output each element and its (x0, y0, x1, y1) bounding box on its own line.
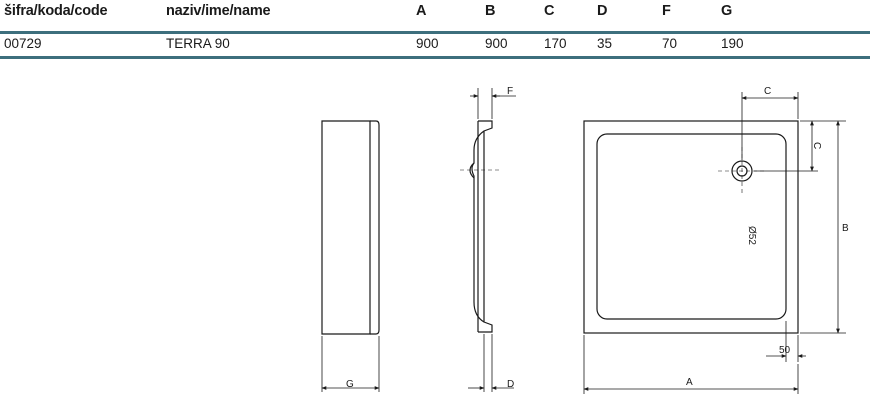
top-view-outer (583, 120, 799, 334)
side-view (321, 120, 380, 335)
dimension-c-horizontal (741, 92, 799, 160)
header-g: G (721, 3, 733, 19)
side-view-body (321, 120, 371, 335)
label-b: B (842, 223, 849, 234)
value-code: 00729 (4, 36, 42, 51)
side-view-rim (370, 120, 380, 335)
table-rule-top (0, 31, 870, 34)
top-view (583, 120, 799, 334)
label-edge-offset: 50 (779, 345, 791, 356)
label-a: A (686, 377, 693, 388)
profile-inner-wall (471, 130, 485, 323)
dimension-g (321, 336, 380, 392)
header-b: B (485, 3, 496, 19)
value-a: 900 (416, 36, 439, 51)
profile-view (469, 120, 493, 333)
dimension-d (468, 334, 514, 392)
header-name: naziv/ime/name (166, 3, 271, 19)
dimension-a (583, 335, 799, 394)
value-b: 900 (485, 36, 508, 51)
spec-table: šifra/koda/code naziv/ime/name A B C D F… (0, 0, 870, 60)
header-code: šifra/koda/code (4, 3, 108, 19)
label-f: F (507, 86, 513, 97)
value-d: 35 (597, 36, 613, 51)
value-f: 70 (662, 36, 678, 51)
profile-outer-wall (478, 120, 493, 333)
header-f: F (662, 3, 671, 19)
label-drain-diameter: Ø52 (746, 226, 757, 245)
header-a: A (416, 3, 427, 19)
value-g: 190 (721, 36, 744, 51)
top-view-basin (596, 133, 787, 320)
dimension-c-vertical (754, 120, 846, 172)
table-rule-bottom (0, 56, 870, 59)
label-c-vertical: C (811, 142, 822, 149)
technical-drawing: G F D Ø52 C (321, 86, 849, 394)
header-d: D (597, 3, 608, 19)
dimension-f (470, 88, 516, 119)
header-c: C (544, 3, 555, 19)
value-c: 170 (544, 36, 567, 51)
dimension-offset (766, 321, 806, 362)
label-c-horizontal: C (764, 86, 771, 97)
label-d: D (507, 379, 514, 390)
value-name: TERRA 90 (166, 36, 230, 51)
dimension-b (800, 120, 846, 334)
label-g: G (346, 379, 354, 390)
